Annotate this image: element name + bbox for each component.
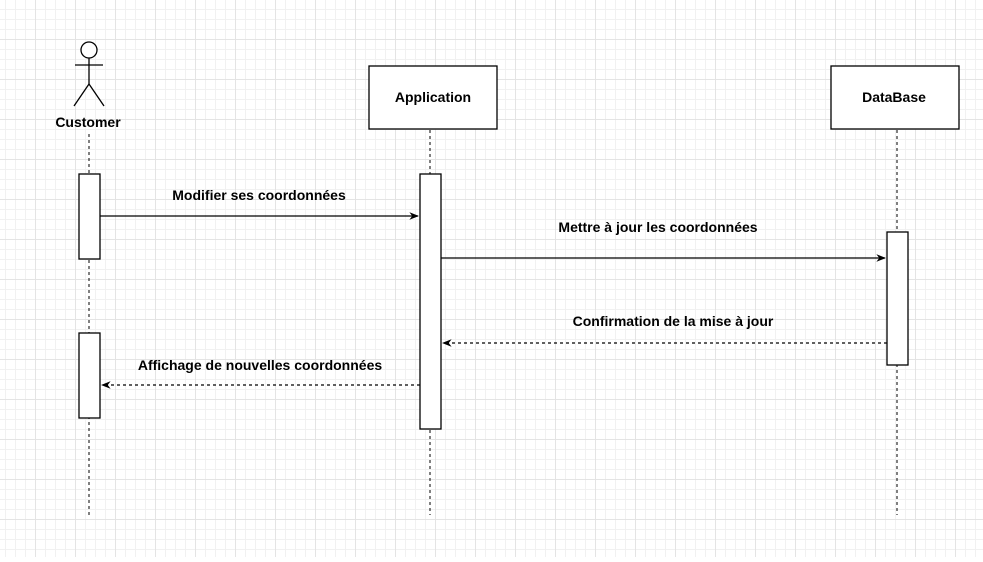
actor-head	[80, 41, 98, 59]
participant-box	[368, 65, 498, 130]
participant-database[interactable]: DataBase	[830, 65, 960, 130]
actor-leg-right	[88, 83, 105, 107]
activation-customer-2[interactable]	[78, 332, 101, 419]
participant-box	[830, 65, 960, 130]
activation-customer-1[interactable]	[78, 173, 101, 260]
participant-label-database: DataBase	[862, 89, 926, 105]
message-confirmation[interactable]: Confirmation de la mise à jour	[442, 313, 887, 347]
participant-label-application: Application	[395, 89, 471, 105]
actor-customer[interactable]: Customer	[55, 41, 121, 130]
message-affichage[interactable]: Affichage de nouvelles coordonnées	[101, 357, 420, 389]
message-modifier-coordonnees[interactable]: Modifier ses coordonnées	[100, 187, 419, 220]
message-label: Confirmation de la mise à jour	[573, 313, 774, 329]
message-label: Modifier ses coordonnées	[172, 187, 346, 203]
activation-application[interactable]	[419, 173, 442, 430]
message-mettre-a-jour[interactable]: Mettre à jour les coordonnées	[441, 219, 886, 262]
participant-label-customer: Customer	[55, 114, 121, 130]
participant-application[interactable]: Application	[368, 65, 498, 130]
activation-database[interactable]	[886, 231, 909, 366]
actor-leg-left	[73, 83, 90, 107]
message-label: Affichage de nouvelles coordonnées	[138, 357, 382, 373]
message-label: Mettre à jour les coordonnées	[558, 219, 757, 235]
